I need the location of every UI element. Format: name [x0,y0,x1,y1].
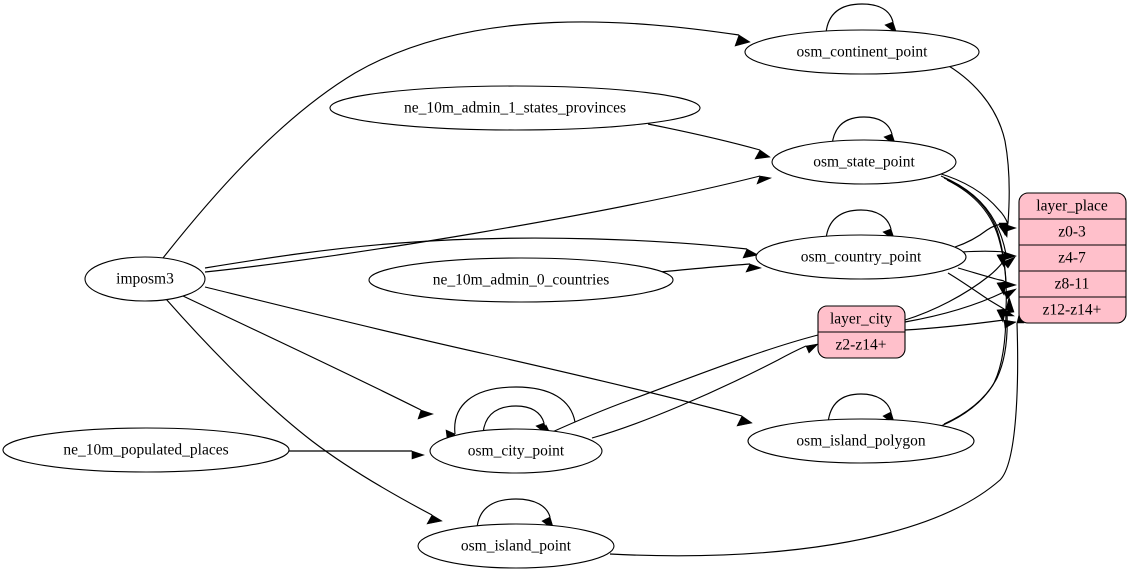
edge-layer_city-to-osm_city_point [537,334,819,437]
edge-imposm3-to-osm_island_polygon [204,286,753,427]
node-ne_10m_admin_0_countries[interactable]: ne_10m_admin_0_countries [368,257,674,303]
node-osm_island_polygon[interactable]: osm_island_polygon [747,418,975,464]
edge-osm_country_point-to-layer_place_z8_11 [957,267,1017,290]
edge-imposm3-to-osm_city_point [182,295,434,420]
edge-imposm3-to-osm_state_point [204,175,773,273]
edge-osm_city_point-to-layer_city_z2_z14 [591,343,819,439]
edge-ne_states-to-osm_state_point [647,123,771,160]
node-ne_10m_populated_places[interactable]: ne_10m_populated_places [2,427,290,473]
edge-ne_countries-to-osm_country_point [659,263,762,273]
edge-osm_country_point-to-layer_place_z4_7 [961,250,1017,261]
record-layer_place[interactable]: layer_place z0-3 z4-7 z8-11 z12-z14+ [1018,192,1127,324]
node-osm_city_point[interactable]: osm_city_point [429,428,603,474]
edge-layer_city-to-layer_place_z8_11 [904,288,1017,323]
edge-imposm3-to-osm_country_point [204,237,759,269]
edge-layer [162,3,1025,557]
edge-osm_country_point-to-layer_place_z0_3 [954,223,1017,248]
edge-layer_city-to-layer_place_z12_z14 [904,319,1017,331]
edge-osm_state_point-to-layer_place_z8_11b [943,177,1007,296]
edge-osm_continent_point-to-layer_place_z0_3 [941,61,1010,236]
edge-imposm3-to-osm_continent_point [162,21,751,259]
node-osm_island_point[interactable]: osm_island_point [417,523,615,569]
node-imposm3[interactable]: imposm3 [84,256,206,302]
node-osm_country_point[interactable]: osm_country_point [755,234,967,280]
node-ne_10m_admin_1_states_provinces[interactable]: ne_10m_admin_1_states_provinces [329,85,701,131]
record-layer_city[interactable]: layer_city z2-z14+ [817,305,906,359]
node-osm_continent_point[interactable]: osm_continent_point [744,29,980,75]
edge-ne_places-to-osm_city_point [289,450,425,460]
edge-osm_island_polygon-to-layer_place_z12_z14 [943,298,1015,425]
edge-imposm3-to-osm_island_point [165,298,443,525]
node-osm_state_point[interactable]: osm_state_point [771,139,957,185]
node-layer: imposm3 ne_10m_admin_1_states_provinces … [2,29,980,569]
edge-layer_city-to-layer_place_z4_7 [904,256,1016,321]
